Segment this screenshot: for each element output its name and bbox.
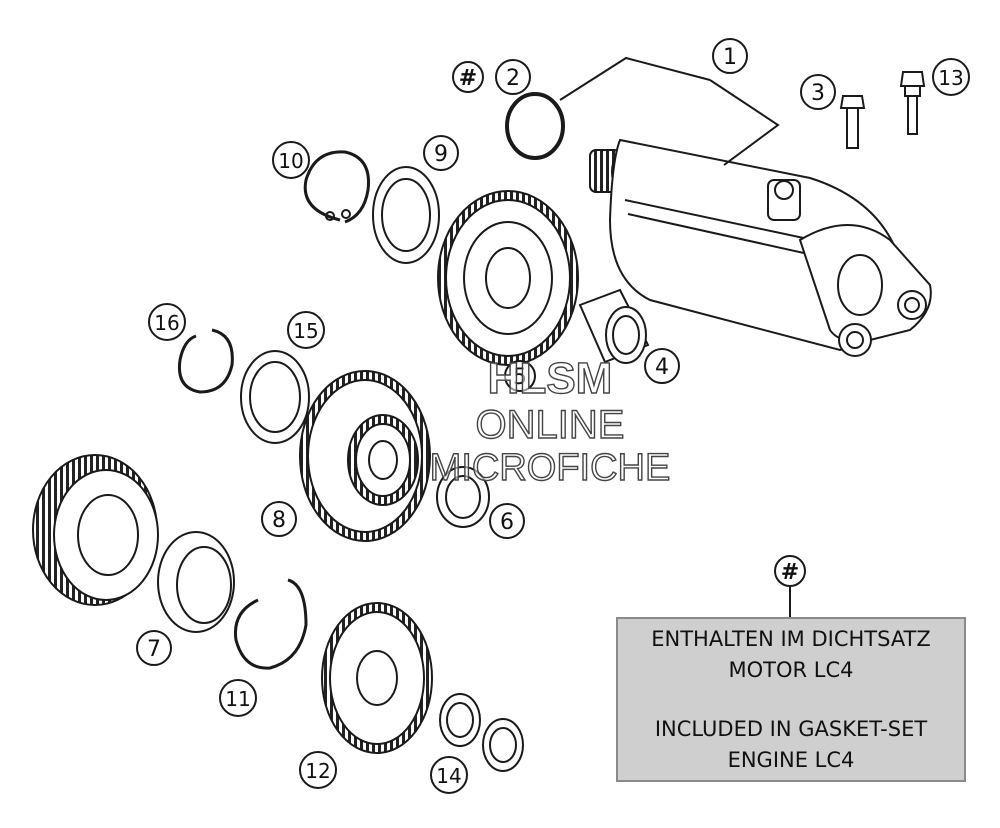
note-line-4: ENGINE LC4 xyxy=(727,748,855,772)
callout-16: 16 xyxy=(154,311,179,335)
starter-motor xyxy=(589,138,932,357)
gasket-set-note: ENTHALTEN IM DICHTSATZ MOTOR LC4 INCLUDE… xyxy=(616,617,966,782)
leader-lines xyxy=(559,56,791,617)
callout-10: 10 xyxy=(278,149,303,173)
needle-bearing-6 xyxy=(436,466,490,528)
callout-14: 14 xyxy=(436,764,461,788)
gear-5 xyxy=(437,190,579,366)
callout-2: 2 xyxy=(506,66,520,91)
callout-7: 7 xyxy=(147,637,161,662)
note-line-3: INCLUDED IN GASKET-SET xyxy=(654,717,928,741)
callout-8: 8 xyxy=(272,508,286,533)
callout-hash-note: # xyxy=(781,560,799,585)
callout-3: 3 xyxy=(811,81,825,106)
screw-13 xyxy=(899,71,926,135)
callout-13: 13 xyxy=(938,66,963,90)
callouts: 1 # 2 3 13 10 9 16 15 4 5 8 6 7 11 12 14 xyxy=(136,38,970,794)
callout-12: 12 xyxy=(305,759,330,783)
callout-9: 9 xyxy=(434,142,448,167)
needle-bearing-4 xyxy=(578,288,650,364)
washer-9 xyxy=(372,166,440,264)
note-line-1: ENTHALTEN IM DICHTSATZ xyxy=(651,627,931,651)
screw-3 xyxy=(839,95,866,149)
callout-hash-top: # xyxy=(459,66,477,91)
callout-4: 4 xyxy=(655,355,669,380)
callout-5: 5 xyxy=(513,365,527,390)
circlip-11 xyxy=(233,578,308,670)
washer-15 xyxy=(240,350,310,444)
needle-bearings-14 xyxy=(439,693,524,772)
callout-1: 1 xyxy=(723,45,737,70)
o-ring xyxy=(505,92,565,160)
freewheel-7 xyxy=(157,531,235,633)
callout-11: 11 xyxy=(225,687,250,711)
callout-15: 15 xyxy=(293,319,318,343)
note-line-2: MOTOR LC4 xyxy=(728,658,854,682)
gear-left xyxy=(32,454,159,606)
gear-8 xyxy=(299,370,431,542)
circlip-10 xyxy=(303,150,371,224)
callout-6: 6 xyxy=(500,510,514,535)
gear-12 xyxy=(321,602,433,754)
circlip-16 xyxy=(177,328,234,394)
